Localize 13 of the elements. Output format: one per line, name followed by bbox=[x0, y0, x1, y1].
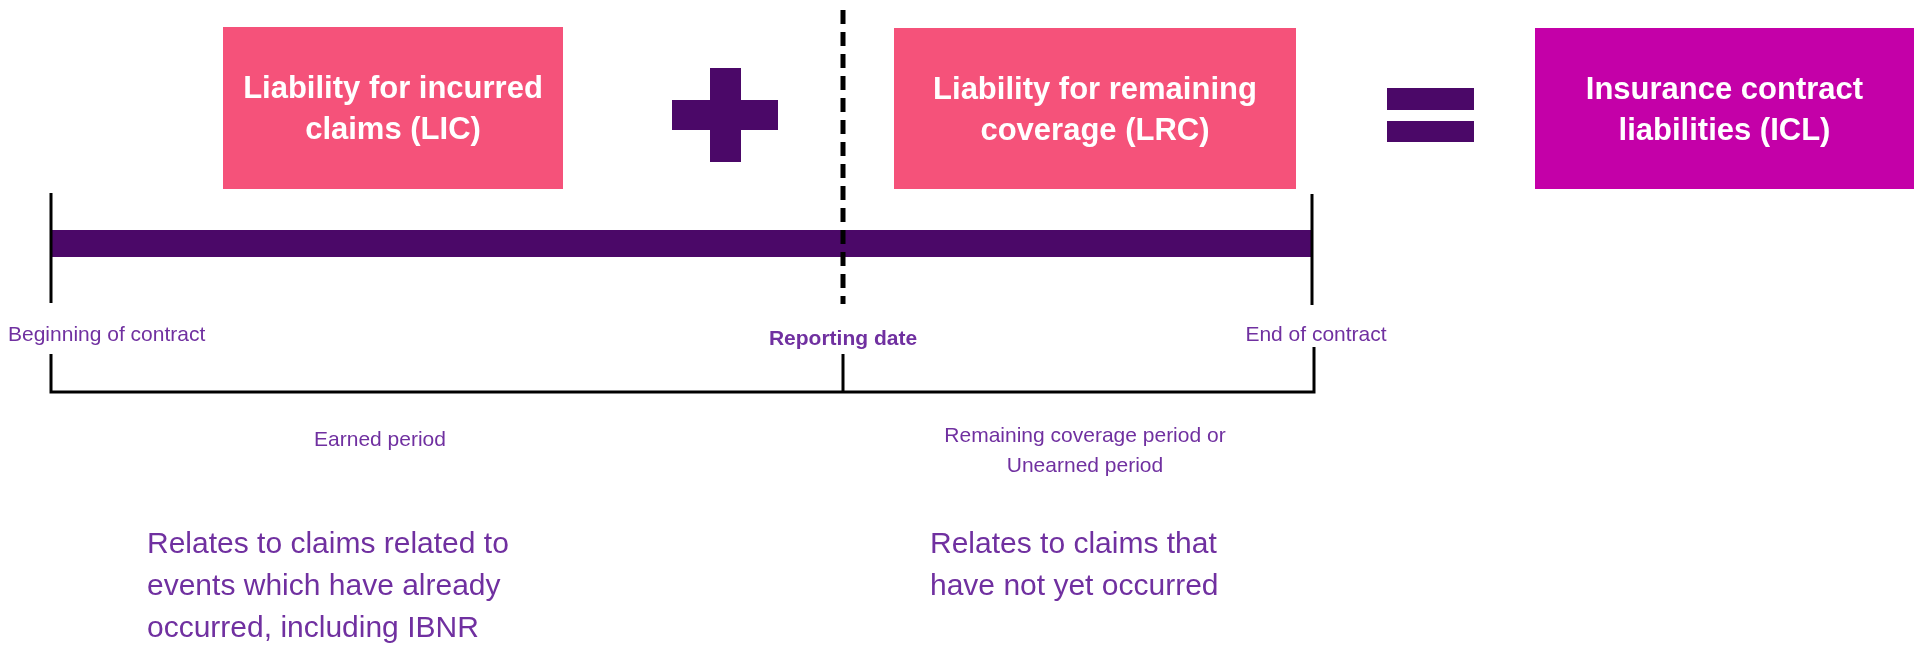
timeline-label: Beginning of contract bbox=[8, 321, 206, 347]
description-text: Relates to claims that have not yet occurred bbox=[930, 525, 1220, 603]
box-title: Liability for incurred claims (LIC) bbox=[242, 69, 544, 148]
liability-box bbox=[894, 28, 1296, 189]
box-title: Insurance contract liabilities (ICL) bbox=[1584, 69, 1865, 149]
timeline-label: Reporting date bbox=[767, 325, 919, 351]
liability-box bbox=[1535, 28, 1914, 189]
timeline-label: End of contract bbox=[1244, 321, 1388, 347]
description-text: Relates to claims related to events which have already occurred, including IBNR bbox=[147, 525, 510, 645]
period-label: Earned period bbox=[313, 426, 447, 452]
period-label: Remaining coverage period or Unearned period bbox=[943, 422, 1227, 478]
box-title: Liability for remaining coverage (LRC) bbox=[932, 69, 1258, 149]
liability-box bbox=[223, 27, 563, 189]
